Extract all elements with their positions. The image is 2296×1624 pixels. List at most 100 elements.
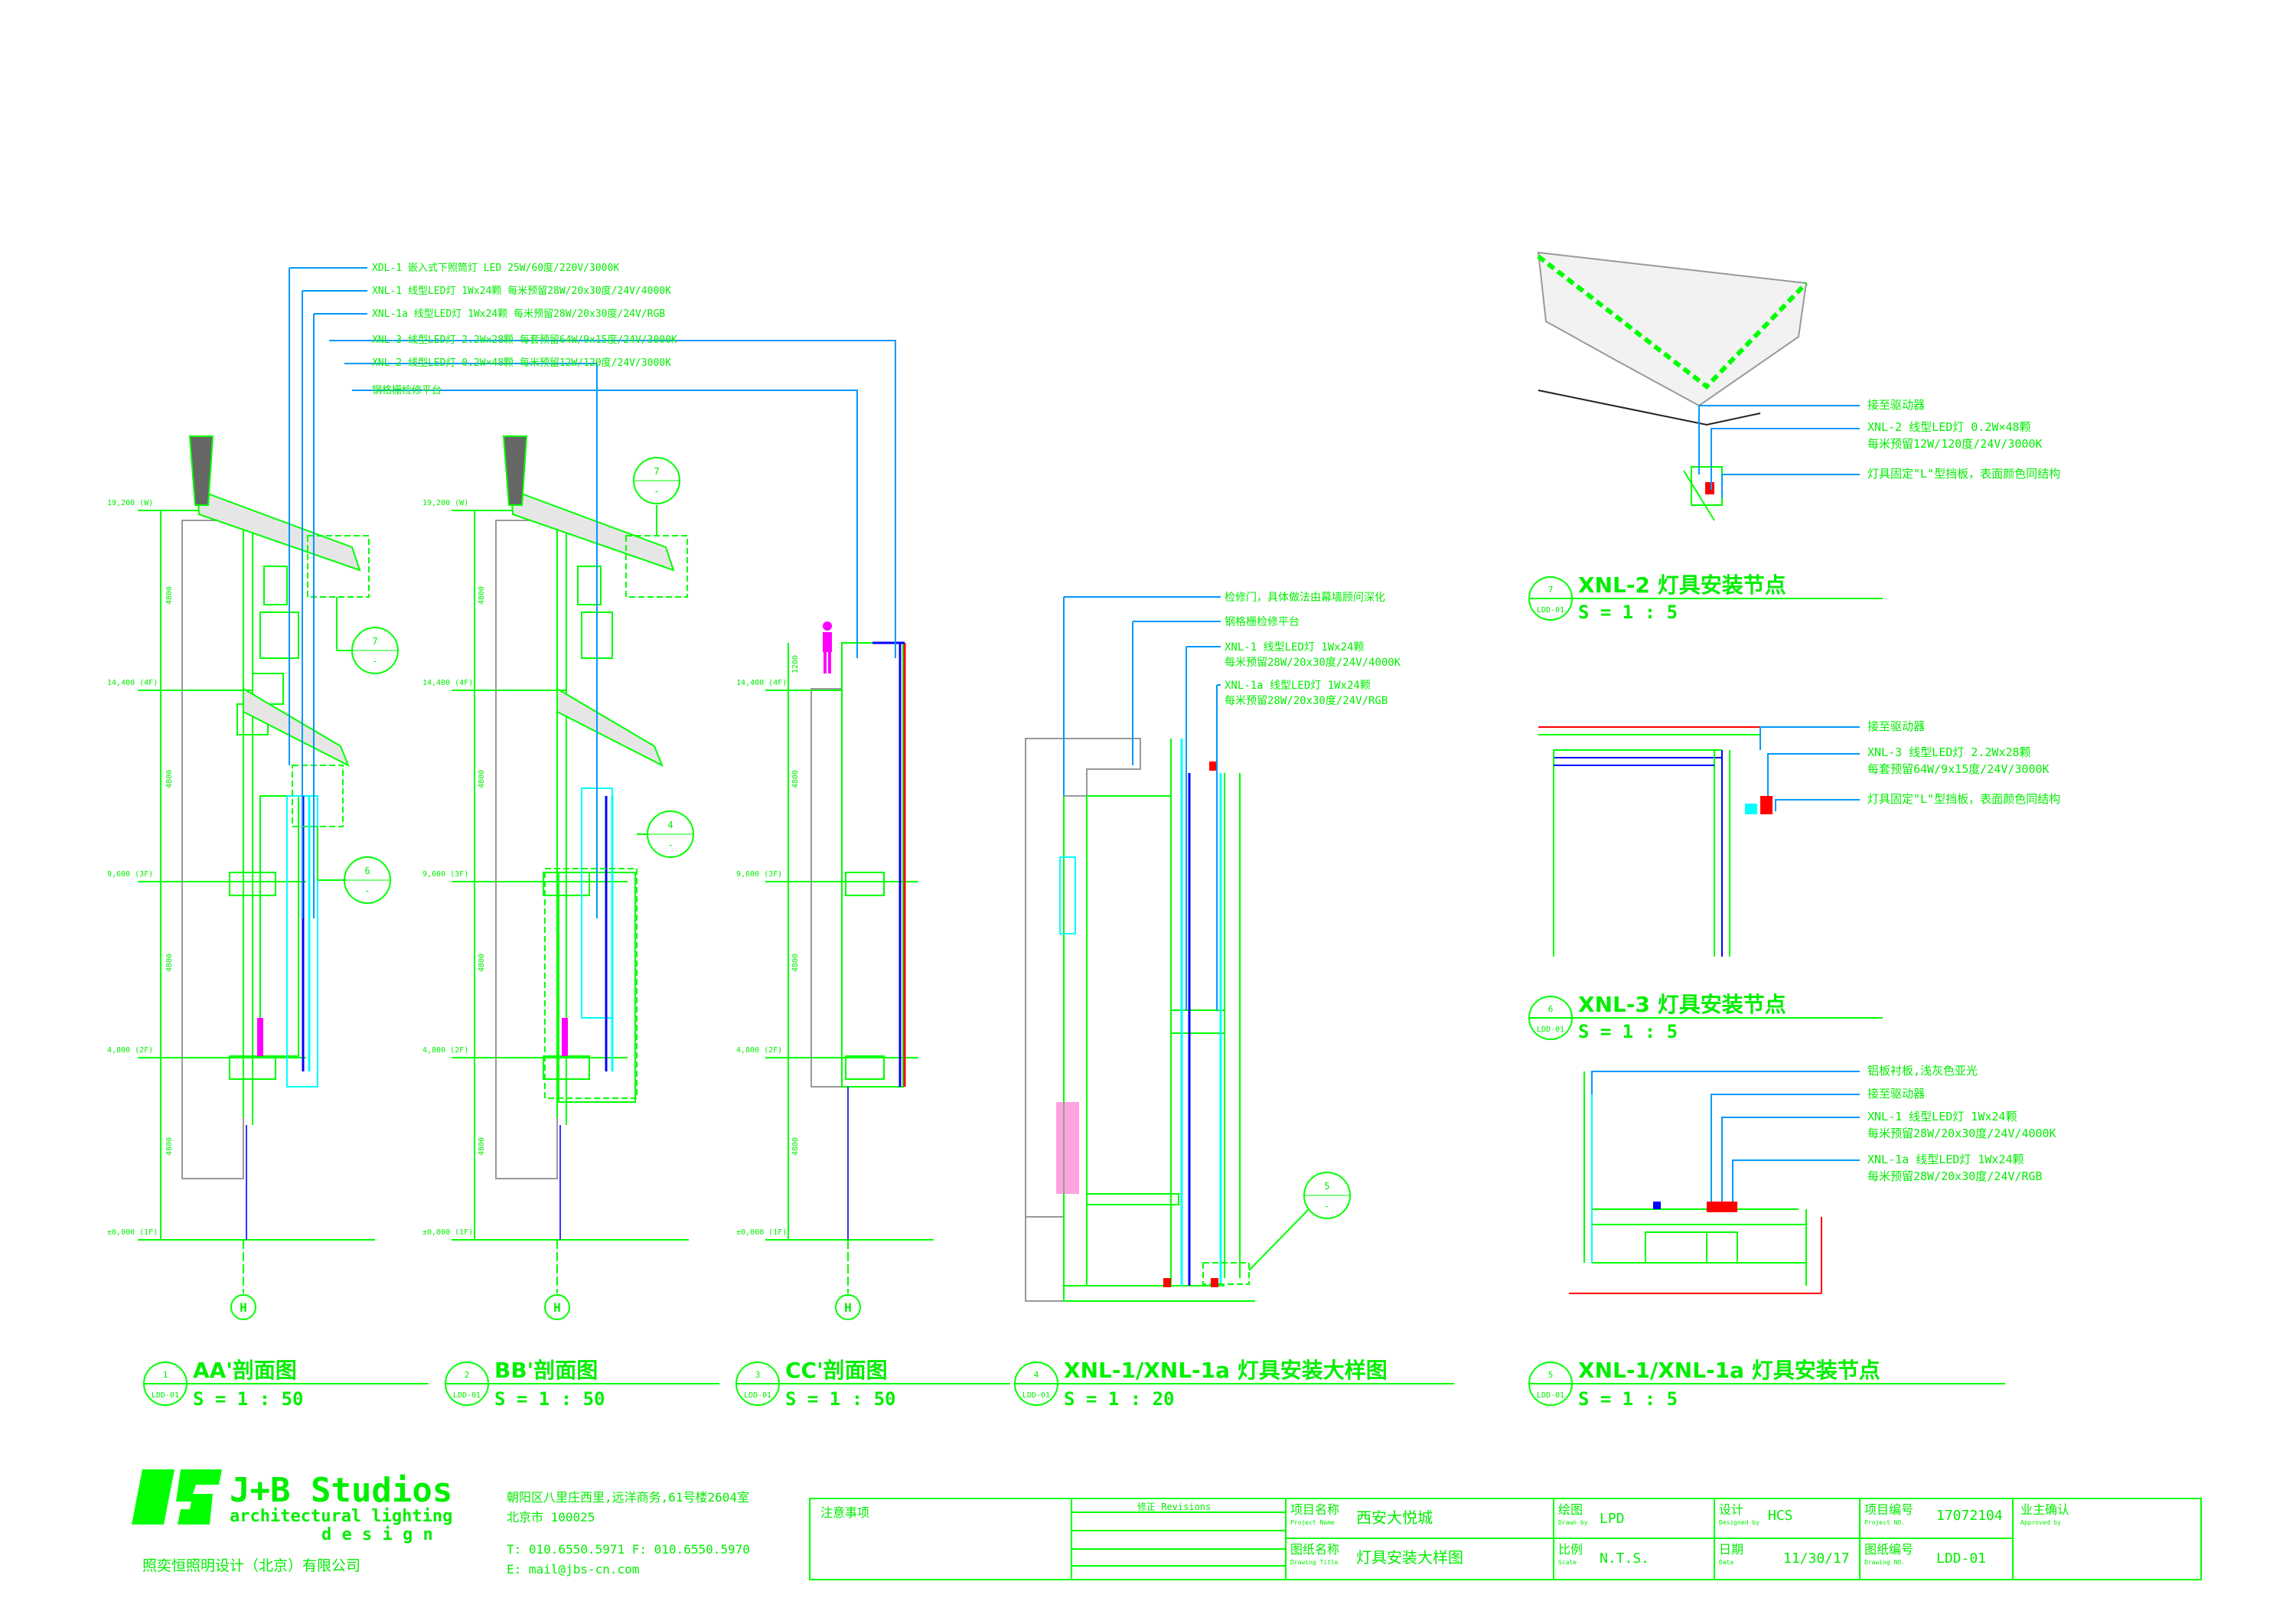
detail-6: 接至驱动器 XNL-3 线型LED灯 2.2Wx28颗 每套预留64W/9x15… — [1538, 719, 2060, 957]
note-text: XNL-3 线型LED灯 2.2Wx28颗 — [1867, 745, 2031, 759]
grid-bubble — [544, 1294, 570, 1320]
callout-number: 6 — [364, 866, 370, 876]
note-text: XNL-1 线型LED灯 1Wx24颗 — [1225, 641, 1364, 654]
drawing-titles: 1 LDD-01 AA'剖面图 S = 1 : 50 2 LDD-01 BB'剖… — [143, 572, 2005, 1410]
legend-item: XNL-3 线型LED灯 2.2Wx28颗 每套预留64W/9x15度/24V/… — [372, 334, 677, 346]
dimension: 4800 — [478, 770, 486, 788]
dimension: 4800 — [165, 1137, 174, 1156]
detail-5: 铝板衬板,浅灰色亚光 接至驱动器 XNL-1 线型LED灯 1Wx24颗 每米预… — [1569, 1064, 2056, 1294]
note-text: 每米预留28W/20x30度/24V/RGB — [1225, 695, 1388, 707]
legend-item: XNL-1 线型LED灯 1Wx24颗 每米预留28W/20x30度/24V/4… — [372, 285, 671, 297]
callout-number: 5 — [1324, 1181, 1329, 1192]
building-outline — [495, 520, 636, 1240]
field-label: 绘图 — [1558, 1502, 1583, 1517]
drawing-title: 灯具安装大样图 — [1356, 1548, 1463, 1567]
callout-sub: - — [654, 486, 659, 497]
title-sheet: LDD-01 — [152, 1391, 179, 1400]
dimension: 4800 — [791, 1137, 800, 1156]
title-number: 6 — [1548, 1004, 1554, 1014]
building-outline — [181, 520, 318, 1240]
title-number: 1 — [163, 1370, 168, 1380]
title-scale: S = 1 : 50 — [494, 1388, 605, 1410]
section-aa: 19,200 (W) 14,400 (4F) 9,600 (3F) 4,800 … — [107, 435, 399, 1320]
project-name: 西安大悦城 — [1356, 1508, 1433, 1527]
title-block: J+B Studios architectural lighting d e s… — [132, 1469, 2202, 1580]
title-number: 3 — [755, 1370, 761, 1380]
drawing-title-cc: 3 LDD-01 CC'剖面图 S = 1 : 50 — [735, 1358, 1010, 1410]
grid-label: H — [240, 1300, 247, 1315]
note-text: 每套预留64W/9x15度/24V/3000K — [1867, 762, 2050, 776]
note-text: XNL-1a 线型LED灯 1Wx24颗 — [1225, 680, 1371, 692]
dimension: 4800 — [478, 1137, 486, 1156]
level-label: 19,200 (W) — [107, 499, 153, 507]
notes-label: 注意事项 — [820, 1505, 869, 1520]
title-sheet: LDD-01 — [1537, 1026, 1564, 1034]
project-number: 17072104 — [1936, 1508, 2003, 1524]
title-scale: S = 1 : 50 — [193, 1388, 304, 1410]
level-label: 14,400 (4F) — [107, 679, 158, 687]
title-scale: S = 1 : 20 — [1064, 1388, 1175, 1410]
field-label-en: Date — [1719, 1559, 1733, 1566]
email-text: E: mail@jbs-cn.com — [507, 1562, 639, 1577]
company-logo: J+B Studios architectural lighting d e s… — [132, 1469, 452, 1574]
title-sheet: LDD-01 — [1022, 1391, 1050, 1400]
level-label: 4,800 (2F) — [422, 1046, 468, 1055]
dimension: 4800 — [478, 586, 486, 605]
field-label: 日期 — [1719, 1542, 1743, 1557]
grid-label: H — [553, 1300, 561, 1315]
field-label: 设计 — [1719, 1502, 1743, 1517]
drawing-title-detail-6: 6 LDD-01 XNL-3 灯具安装节点 S = 1 : 5 — [1528, 992, 1883, 1042]
phone-text: T: 010.6550.5971 F: 010.6550.5970 — [507, 1542, 750, 1557]
field-label-en: Designed by — [1719, 1519, 1760, 1526]
drawing-title-detail-5: 5 LDD-01 XNL-1/XNL-1a 灯具安装节点 S = 1 : 5 — [1528, 1358, 2005, 1410]
building-outline — [810, 642, 904, 1240]
callout-sub: - — [372, 656, 377, 667]
note-text: 每米预留12W/120度/24V/3000K — [1867, 437, 2043, 451]
level-label: 4,800 (2F) — [736, 1046, 782, 1055]
callout-number: 4 — [667, 820, 673, 830]
note-text: XNL-1a 线型LED灯 1Wx24颗 — [1867, 1153, 2024, 1166]
field-label: 比例 — [1558, 1542, 1583, 1557]
drawing-title-detail-7: 7 LDD-01 XNL-2 灯具安装节点 S = 1 : 5 — [1528, 572, 1883, 623]
dimension: 4800 — [165, 954, 174, 972]
callout-sub: - — [364, 885, 370, 896]
field-label-en: Scale — [1558, 1559, 1577, 1566]
wall-hatch — [1025, 738, 1141, 1302]
field-label-en: Approved by — [2020, 1519, 2061, 1526]
note-text: XNL-1 线型LED灯 1Wx24颗 — [1867, 1110, 2017, 1123]
title-name: XNL-3 灯具安装节点 — [1578, 992, 1786, 1017]
note-text: 钢格栅检修平台 — [1225, 616, 1300, 628]
scale-value: N.T.S. — [1600, 1551, 1649, 1567]
legend-item: XNL-2 线型LED灯 0.2W×48颗 每米预留12W/120度/24V/3… — [372, 357, 671, 369]
note-text: 接至驱动器 — [1867, 1087, 1925, 1101]
field-label: 业主确认 — [2020, 1502, 2069, 1517]
level-label: 9,600 (3F) — [422, 870, 468, 879]
roof — [188, 435, 361, 768]
title-scale: S = 1 : 5 — [1578, 1021, 1678, 1042]
title-number: 2 — [465, 1370, 470, 1380]
detail-4: 检修门，具体做法由幕墙顾问深化 钢格栅检修平台 XNL-1 线型LED灯 1Wx… — [1025, 592, 1401, 1302]
level-label: ±0,000 (1F) — [736, 1228, 787, 1237]
drawing-title-aa: 1 LDD-01 AA'剖面图 S = 1 : 50 — [143, 1358, 429, 1410]
title-number: 4 — [1034, 1370, 1039, 1380]
callout-number: 7 — [372, 636, 377, 647]
title-number: 7 — [1548, 585, 1554, 595]
fixture-legend: XDL-1 嵌入式下照筒灯 LED 25W/60度/220V/3000K XNL… — [289, 262, 896, 918]
field-label-en: Project Name — [1290, 1519, 1335, 1526]
dimension: 4800 — [791, 954, 800, 972]
logo-sub: architectural lighting — [230, 1507, 452, 1526]
title-name: XNL-1/XNL-1a 灯具安装节点 — [1578, 1358, 1880, 1383]
drawing-title-bb: 2 LDD-01 BB'剖面图 S = 1 : 50 — [445, 1358, 719, 1410]
human-figure — [823, 621, 832, 673]
field-label-en: Drawn by — [1558, 1519, 1588, 1526]
title-name: XNL-1/XNL-1a 灯具安装大样图 — [1064, 1358, 1388, 1383]
level-label: 14,400 (4F) — [736, 679, 787, 687]
field-label-en: Project NO. — [1864, 1519, 1905, 1526]
legend-item: 钢格栅检修平台 — [372, 384, 442, 396]
grid-bubble — [835, 1294, 861, 1320]
note-text: 灯具固定"L"型挡板，表面颜色同结构 — [1867, 467, 2060, 481]
note-text: 每米预留28W/20x30度/24V/4000K — [1867, 1127, 2056, 1140]
revisions-label: 修正 Revisions — [1137, 1501, 1211, 1512]
designed-by: HCS — [1768, 1508, 1793, 1524]
field-label: 项目名称 — [1290, 1502, 1339, 1517]
